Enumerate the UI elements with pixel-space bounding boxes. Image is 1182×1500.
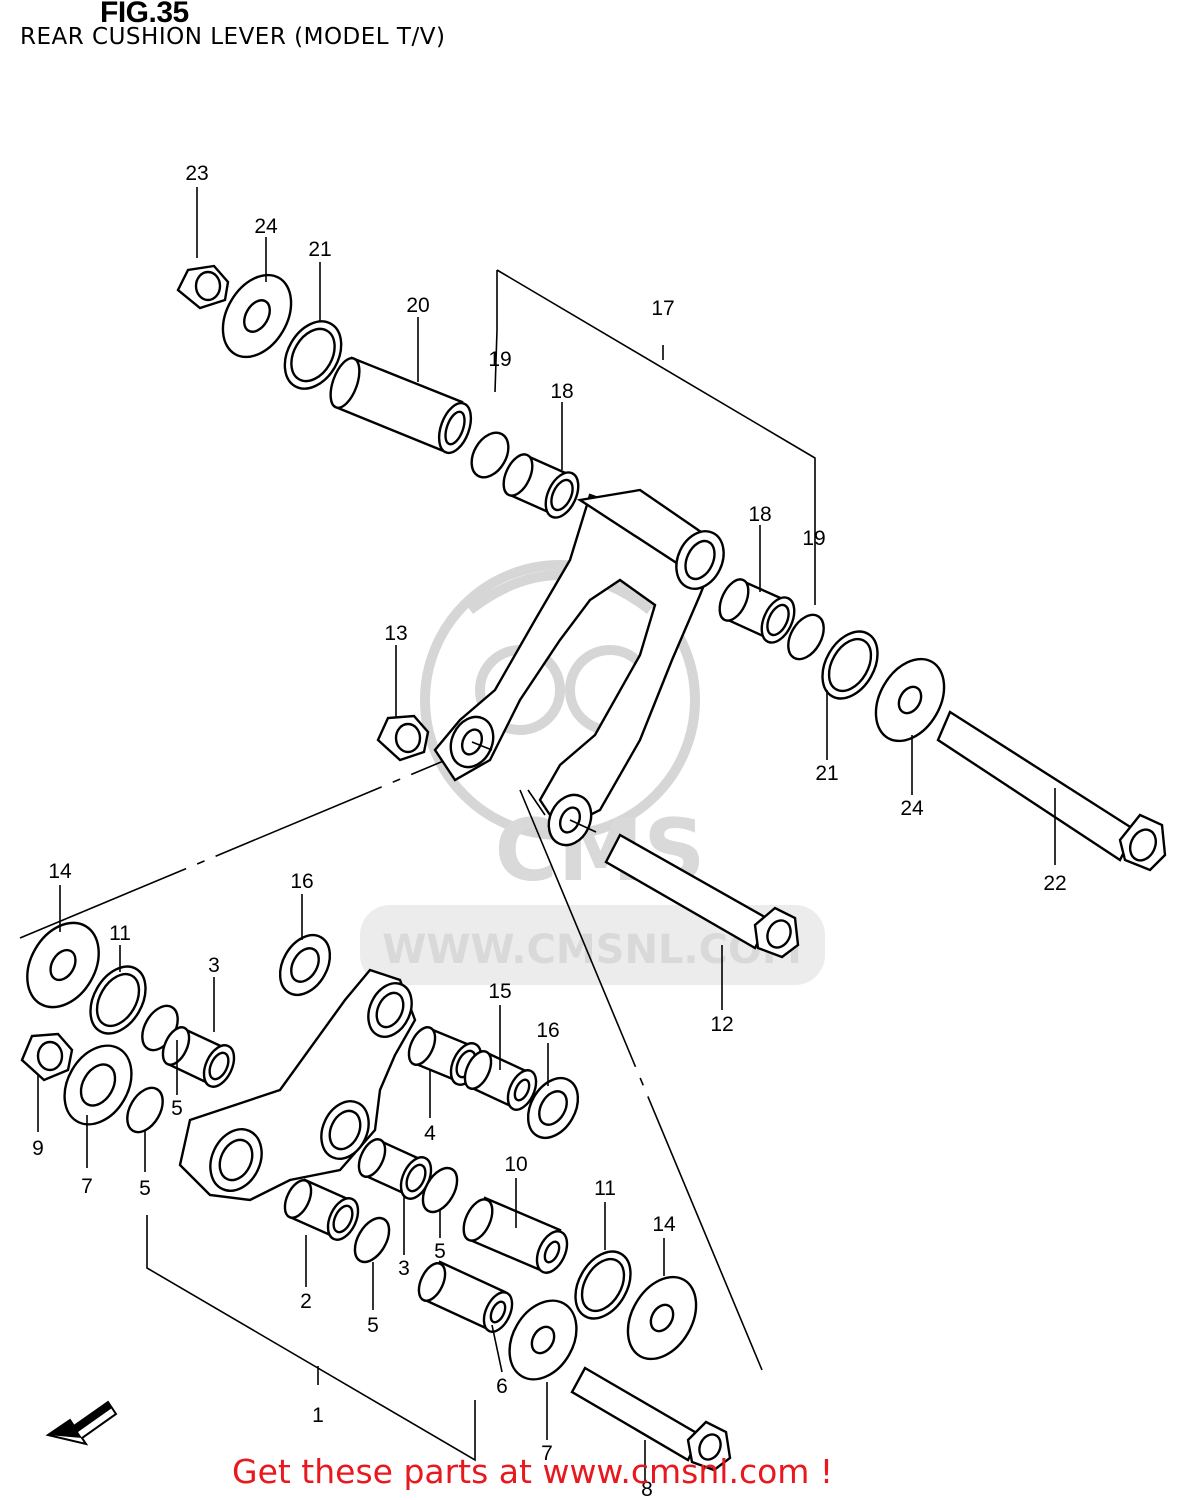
bracket-1 <box>146 1215 476 1462</box>
callout-20: 20 <box>406 294 429 317</box>
callout-11: 11 <box>594 1177 616 1200</box>
bearing-3-right-icon <box>357 1138 433 1200</box>
callout-3: 3 <box>208 954 220 977</box>
reference-line <box>19 751 466 939</box>
circlip-19-lower-icon <box>787 613 825 661</box>
callout-19: 19 <box>488 348 511 371</box>
spacer-10-icon <box>462 1196 569 1274</box>
callout-5: 5 <box>139 1177 151 1200</box>
bolt-22-icon <box>936 710 1167 872</box>
callout-21: 21 <box>815 762 838 785</box>
reference-line <box>527 789 546 816</box>
lower-assembly <box>20 921 732 1472</box>
callout-5: 5 <box>171 1097 183 1120</box>
reference-line <box>519 789 763 1371</box>
circlip-5-icon <box>353 1216 391 1264</box>
callout-7: 7 <box>81 1175 93 1198</box>
callout-15: 15 <box>488 980 511 1003</box>
callout-16: 16 <box>536 1019 559 1042</box>
bracket-17-right-leg <box>496 269 816 605</box>
nut-13-icon <box>376 714 430 762</box>
spacer-6-icon <box>417 1260 514 1333</box>
washer-24-upper-icon <box>221 273 293 359</box>
callout-5: 5 <box>434 1240 446 1263</box>
bearing-18-upper-icon <box>502 453 580 519</box>
seal-11-left-icon <box>89 965 147 1035</box>
callout-12: 12 <box>710 1013 733 1036</box>
bush-16-lower-icon <box>526 1076 580 1140</box>
callout-2: 2 <box>300 1290 312 1313</box>
cushion-lever-17-icon <box>433 488 725 847</box>
callout-13: 13 <box>384 622 407 645</box>
washer-14-right-icon <box>626 1275 698 1361</box>
callout-9: 9 <box>32 1137 44 1160</box>
callout-17: 17 <box>651 297 674 320</box>
washer-14-left-icon <box>26 921 100 1009</box>
callout-18: 18 <box>748 503 771 526</box>
bearing-4-icon <box>407 1026 483 1086</box>
seal-11-right-icon <box>574 1250 632 1320</box>
bearing-2-icon <box>283 1178 360 1241</box>
callout-1: 1 <box>312 1404 324 1427</box>
callout-21: 21 <box>308 238 331 261</box>
washer-7-left-icon <box>63 1044 133 1126</box>
callout-22: 22 <box>1043 872 1066 895</box>
fwd-arrow-icon: FWD <box>45 1400 118 1446</box>
nut-9-icon <box>20 1032 74 1082</box>
spacer-15-icon <box>463 1050 538 1111</box>
circlip-5-icon <box>126 1086 164 1134</box>
callout-8: 8 <box>641 1478 653 1500</box>
bearing-18-lower-icon <box>718 578 796 644</box>
callout-18: 18 <box>550 380 573 403</box>
callout-10: 10 <box>504 1153 527 1176</box>
callout-7: 7 <box>541 1442 553 1465</box>
nut-23-icon <box>176 264 230 310</box>
callout-14: 14 <box>48 860 72 883</box>
bush-16-upper-icon <box>278 933 332 997</box>
callout-5: 5 <box>367 1314 379 1337</box>
watermark-url-band <box>360 905 825 985</box>
watermark: CMS WWW.CMSNL.COM <box>360 560 825 985</box>
seal-21-lower-icon <box>821 630 879 700</box>
washer-7-right-icon <box>508 1299 578 1381</box>
washer-24-lower-icon <box>874 657 946 743</box>
cushion-rod-link-icon <box>178 968 417 1202</box>
callout-6: 6 <box>496 1375 508 1398</box>
callout-4: 4 <box>424 1122 436 1145</box>
seal-21-upper-icon <box>283 320 343 390</box>
group-brackets <box>19 269 816 1462</box>
bolt-12-icon <box>604 833 800 959</box>
leader-lines <box>37 187 1056 1482</box>
upper-assembly <box>176 264 1167 959</box>
callout-14: 14 <box>652 1213 676 1236</box>
circlip-19-upper-icon <box>470 431 510 479</box>
callout-labels: 23 24 21 20 19 18 17 18 19 13 21 24 22 1… <box>32 162 1067 1500</box>
bracket-17-left-leg <box>494 270 498 393</box>
callout-3: 3 <box>398 1257 410 1280</box>
callout-16: 16 <box>290 870 313 893</box>
spacer-20-icon <box>329 356 473 455</box>
callout-24: 24 <box>900 797 924 820</box>
callout-19: 19 <box>802 527 825 550</box>
circlip-5-icon <box>421 1166 459 1214</box>
callout-24: 24 <box>254 215 278 238</box>
bearing-3-left-icon <box>161 1026 236 1088</box>
promo-link[interactable]: Get these parts at www.cmsnl.com ! <box>232 1452 834 1491</box>
callout-23: 23 <box>185 162 208 185</box>
bolt-8-icon <box>570 1366 732 1472</box>
figure-subtitle: REAR CUSHION LEVER (MODEL T/V) <box>20 24 446 50</box>
figure-title: FIG.35 <box>100 0 189 29</box>
callout-11: 11 <box>109 922 131 945</box>
